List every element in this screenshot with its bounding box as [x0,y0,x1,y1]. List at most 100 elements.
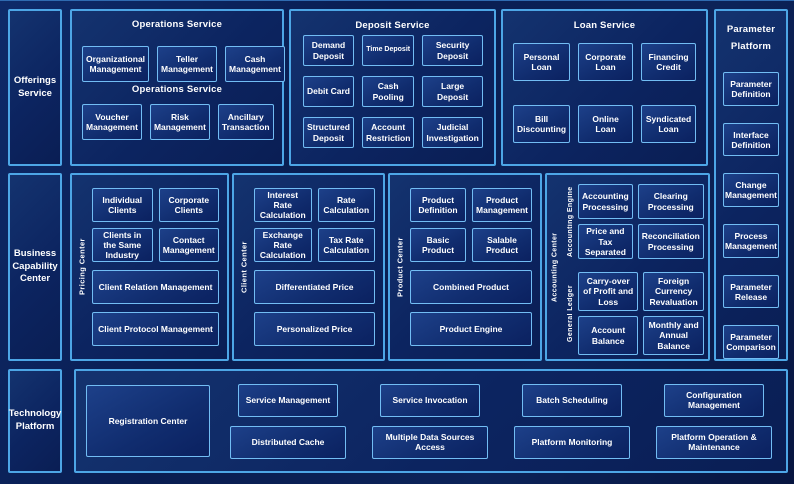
deposit-grid: Demand Deposit Time Deposit Security Dep… [291,31,494,148]
box-large-deposit: Large Deposit [422,76,483,107]
rail-business-capability-center: Business Capability Center [8,173,62,361]
box-process-management: Process Management [723,224,779,258]
box-registration-center: Registration Center [86,385,210,457]
box-client-relation-management: Client Relation Management [92,270,219,304]
box-price-and-tax-separated: Price and Tax Separated [578,224,633,259]
box-teller-management: Teller Management [157,46,217,82]
box-corporate-clients: Corporate Clients [158,188,219,222]
box-carry-over-of-profit-and-loss: Carry-over of Profit and Loss [578,272,639,311]
box-ancillary-transaction: Ancillary Transaction [217,104,274,140]
product-center-side-label: Product Center [395,237,405,297]
box-product-engine: Product Engine [410,312,532,346]
accounting-groups: Accounting Engine Accounting Processing … [563,175,712,359]
box-time-deposit: Time Deposit [361,35,415,66]
operations-row-1: Organizational Management Teller Managem… [82,46,285,82]
box-salable-product: Salable Product [472,228,532,262]
deposit-service-title: Deposit Service [355,20,430,31]
box-interface-definition: Interface Definition [723,122,779,157]
box-batch-scheduling: Batch Scheduling [521,383,623,417]
pricing-center-content: Individual Clients Corporate Clients Cli… [92,175,227,359]
loan-service-title: Loan Service [573,20,636,31]
rail-technology-platform: Technology Platform [8,369,62,473]
box-configuration-management: Configuration Management [663,383,765,417]
group-accounting-engine: Accounting Engine Accounting Processing … [563,184,704,259]
operations-service-mid-label: Operations Service [131,84,223,95]
box-individual-clients: Individual Clients [92,188,153,222]
box-structured-deposit: Structured Deposit [303,117,354,148]
product-small-grid: Product Definition Product Management Ba… [410,188,532,262]
box-financing-credit: Financing Credit [641,43,696,81]
operations-row-2: Voucher Management Risk Management Ancil… [82,104,274,140]
box-debit-card: Debit Card [303,76,354,107]
operations-service-title: Operations Service [131,19,223,30]
box-product-management: Product Management [472,188,532,222]
box-product-definition: Product Definition [410,188,467,222]
box-demand-deposit: Demand Deposit [303,35,354,66]
box-change-management: Change Management [723,173,779,208]
box-reconciliation-processing: Reconciliation Processing [637,224,704,259]
box-judicial-investigation: Judicial Investigation [422,117,483,148]
group-general-ledger: General Ledger Carry-over of Profit and … [563,272,704,355]
box-client-protocol-management: Client Protocol Management [92,312,219,346]
general-ledger-label: General Ledger [567,285,574,342]
box-exchange-rate-calculation: Exchange Rate Calculation [254,228,312,262]
parameter-platform-title: Parameter Platform [726,24,776,53]
box-corporate-loan: Corporate Loan [578,43,634,81]
pricing-center-side-label: Pricing Center [77,238,87,296]
box-tax-rate-calculation: Tax Rate Calculation [317,228,375,262]
panel-client-center: Client Center Interest Rate Calculation … [232,173,385,361]
box-platform-monitoring: Platform Monitoring [514,425,630,459]
box-parameter-release: Parameter Release [723,274,779,309]
box-interest-rate-calculation: Interest Rate Calculation [254,188,312,222]
panel-technology-platform: Registration Center Service Management S… [74,369,788,473]
box-differentiated-price: Differentiated Price [254,270,375,304]
box-parameter-comparison: Parameter Comparison [723,325,779,360]
panel-operations-service: Operations Service Organizational Manage… [70,9,285,166]
panel-product-center: Product Center Product Definition Produc… [388,173,542,361]
pricing-small-grid: Individual Clients Corporate Clients Cli… [92,188,219,262]
box-service-invocation: Service Invocation [379,383,481,417]
client-center-content: Interest Rate Calculation Rate Calculati… [254,175,383,359]
box-distributed-cache: Distributed Cache [230,425,346,459]
client-center-side-label: Client Center [239,241,249,293]
box-personalized-price: Personalized Price [254,312,375,346]
box-clearing-processing: Clearing Processing [637,184,704,219]
panel-accounting-center: Accounting Center Accounting Engine Acco… [545,173,710,361]
box-multiple-data-sources-access: Multiple Data Sources Access [372,425,488,459]
client-small-grid: Interest Rate Calculation Rate Calculati… [254,188,375,262]
box-combined-product: Combined Product [410,270,532,304]
box-online-loan: Online Loan [578,105,634,143]
box-accounting-processing: Accounting Processing [578,184,633,219]
accounting-center-side-label: Accounting Center [551,232,559,302]
loan-grid: Personal Loan Corporate Loan Financing C… [503,31,706,143]
box-personal-loan: Personal Loan [513,43,571,81]
box-organizational-management: Organizational Management [82,46,150,82]
box-syndicated-loan: Syndicated Loan [641,105,696,143]
box-account-balance: Account Balance [578,316,639,355]
box-parameter-definition: Parameter Definition [723,72,779,106]
box-security-deposit: Security Deposit [422,35,483,66]
box-service-management: Service Management [237,383,339,417]
product-center-content: Product Definition Product Management Ba… [410,175,540,359]
box-risk-management: Risk Management [149,104,210,140]
box-monthly-and-annual-balance: Monthly and Annual Balance [643,316,704,355]
rail-offerings-service: Offerings Service [8,9,62,166]
box-cash-pooling: Cash Pooling [361,76,415,107]
box-bill-discounting: Bill Discounting [513,105,571,143]
box-cash-management: Cash Management [225,46,285,82]
accounting-engine-label: Accounting Engine [567,186,574,257]
panel-parameter-platform: Parameter Platform Parameter Definition … [714,9,788,361]
box-rate-calculation: Rate Calculation [317,188,375,222]
technology-grid: Service Management Service Invocation Ba… [230,383,772,459]
panel-pricing-center: Pricing Center Individual Clients Corpor… [70,173,229,361]
box-account-restriction: Account Restriction [361,117,415,148]
general-ledger-grid: Carry-over of Profit and Loss Foreign Cu… [578,272,704,355]
accounting-engine-grid: Accounting Processing Clearing Processin… [578,184,704,259]
box-contact-management: Contact Management [158,228,219,262]
box-clients-in-the-same-industry: Clients in the Same Industry [92,228,153,262]
box-voucher-management: Voucher Management [82,104,142,140]
box-platform-operation-maintenance: Platform Operation & Maintenance [656,425,772,459]
box-foreign-currency-revaluation: Foreign Currency Revaluation [643,272,704,311]
box-basic-product: Basic Product [410,228,467,262]
